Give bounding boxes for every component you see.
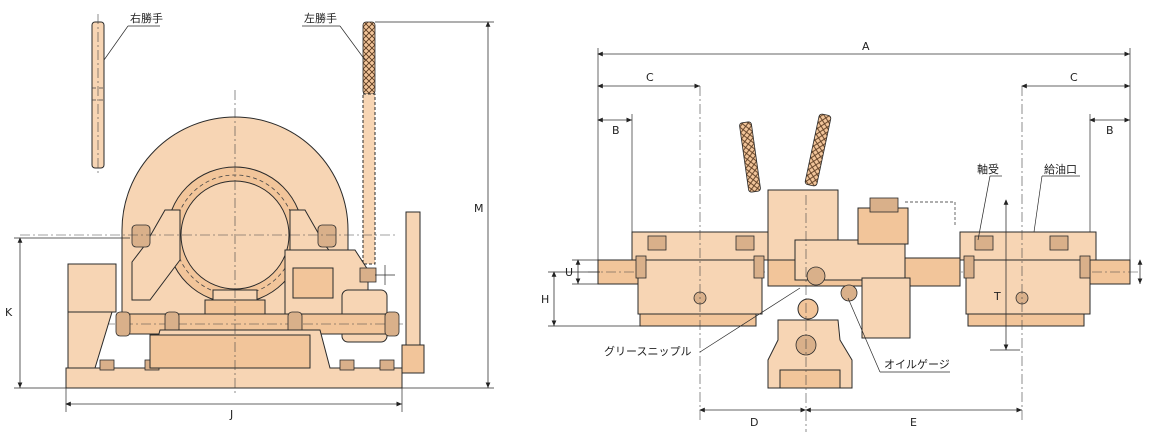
dim-C-right-label: C — [1070, 71, 1078, 84]
label-oil-inlet: 給油口 — [1044, 162, 1077, 176]
right-hand-lever — [91, 14, 105, 176]
dim-M-label: M — [474, 202, 484, 215]
dim-T-label: T — [993, 290, 1001, 303]
dim-B-right-label: B — [1106, 124, 1114, 137]
label-grease-nipple: グリースニップル — [604, 344, 691, 358]
dim-K-label: K — [5, 306, 13, 319]
dim-B-left-label: B — [612, 124, 620, 137]
label-left-hand: 左勝手 — [304, 11, 337, 25]
left-hand-lever — [362, 21, 376, 265]
dim-E-label: E — [910, 416, 917, 429]
front-view: A C C B B D E H U T 軸受 — [541, 40, 1143, 432]
dim-H-label: H — [541, 293, 549, 306]
dim-A-label: A — [862, 40, 870, 53]
side-view: K J M 右勝手 左勝手 — [5, 11, 494, 421]
dim-C-left-label: C — [646, 71, 654, 84]
label-oil-gauge: オイルゲージ — [884, 358, 950, 371]
label-right-hand: 右勝手 — [130, 11, 163, 25]
dim-D-label: D — [750, 416, 758, 429]
dim-U-label: U — [565, 266, 573, 279]
right-bearing-block — [959, 231, 1097, 327]
dim-J-label: J — [229, 408, 233, 421]
label-bearing: 軸受 — [977, 162, 999, 176]
